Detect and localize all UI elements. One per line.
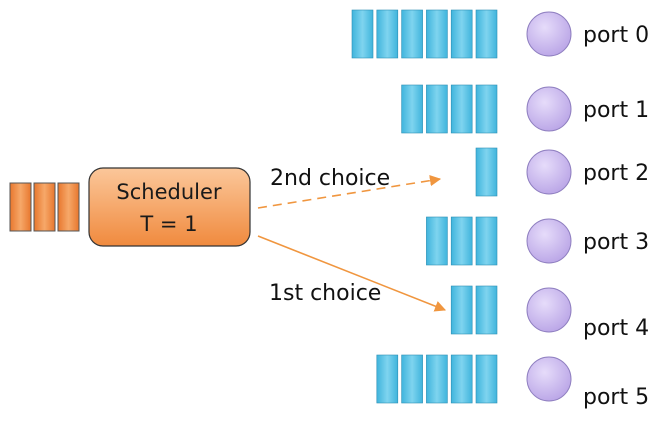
port-circle [526, 86, 572, 132]
queued-packet [351, 9, 374, 59]
queued-packet [450, 354, 473, 404]
queued-packet [450, 84, 473, 134]
queued-packet [450, 285, 473, 335]
queued-packet [475, 9, 498, 59]
incoming-packet [33, 182, 56, 232]
port-row: port 5 [376, 354, 649, 410]
first-choice-arrow [257, 235, 447, 312]
queued-packet [401, 84, 423, 134]
incoming-packet [9, 182, 32, 232]
incoming-queue [9, 182, 80, 232]
queued-packet [426, 216, 448, 266]
port-label: port 3 [583, 230, 649, 255]
queued-packet [401, 354, 423, 404]
scheduler-box: Scheduler T = 1 [88, 167, 251, 247]
queued-packet [426, 9, 448, 59]
queued-packet [475, 147, 498, 197]
output-ports: port 0 port 1 port 2 port 3 port 4 port 5 [351, 9, 649, 410]
queued-packet [401, 9, 423, 59]
queued-packet [450, 216, 473, 266]
queued-packet [426, 354, 448, 404]
queued-packet [475, 285, 498, 335]
queued-packet [475, 216, 498, 266]
queued-packet [376, 9, 399, 59]
port-circle [526, 287, 572, 333]
port-row: port 1 [401, 84, 649, 134]
second-choice-label: 2nd choice [270, 166, 390, 191]
scheduler-title: Scheduler [116, 180, 221, 204]
queued-packet [426, 84, 448, 134]
second-choice-arrow [257, 175, 442, 209]
port-row: port 2 [475, 147, 649, 197]
port-circle [526, 149, 572, 195]
first-choice-label: 1st choice [269, 281, 381, 306]
scheduler-t-value: T = 1 [139, 212, 197, 236]
incoming-packet [57, 182, 80, 232]
port-circle [526, 11, 572, 57]
port-label: port 2 [583, 161, 649, 186]
port-label: port 0 [583, 23, 649, 48]
port-row: port 3 [426, 216, 649, 266]
port-label: port 5 [583, 385, 649, 410]
queued-packet [450, 9, 473, 59]
port-circle [526, 356, 572, 402]
choice-arrows: 2nd choice 1st choice [257, 166, 447, 312]
port-label: port 1 [583, 98, 649, 123]
port-row: port 4 [450, 285, 649, 341]
queued-packet [376, 354, 399, 404]
port-circle [526, 218, 572, 264]
queued-packet [475, 84, 498, 134]
port-label: port 4 [583, 316, 649, 341]
port-row: port 0 [351, 9, 649, 59]
queued-packet [475, 354, 498, 404]
